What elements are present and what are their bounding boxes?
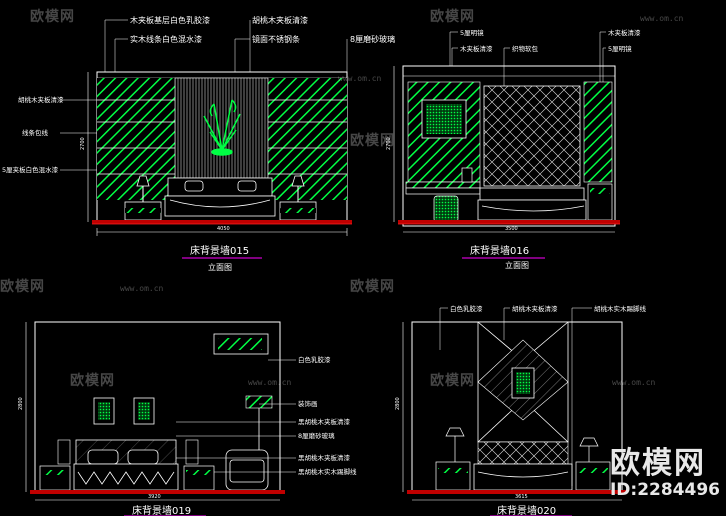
nightstand-3-left (39, 465, 71, 491)
armchair (225, 449, 269, 491)
panel1-label-left-1: 线条包线 (22, 128, 49, 137)
stamp-brand: 欧模网 (609, 446, 706, 481)
panel1-title: 床背景墙015 (190, 244, 249, 257)
panel2-label-topleft-0: 5厘明镜 (460, 28, 484, 37)
panel1-subtitle: 立面图 (208, 262, 232, 272)
panel4-dim-width: 3615 (515, 494, 528, 500)
panel1-label-top-0: 木夹板基层白色乳胶漆 (130, 15, 210, 25)
panel1-label-top-3: 镜面不锈钢条 (252, 34, 300, 44)
panel4-label-2: 胡桃木实木踢脚线 (594, 304, 647, 313)
walnut-panel-left (97, 78, 175, 200)
panel3-dim-height: 2800 (18, 397, 24, 410)
floor-lamp (245, 395, 273, 460)
panel4-title: 床背景墙020 (497, 504, 556, 516)
panel2-label-mid: 织物软包 (512, 44, 539, 53)
panel2-label-topright-0: 木夹板清漆 (608, 28, 641, 37)
panel1-label-top-1: 胡桃木夹板清漆 (252, 15, 308, 25)
panel3-dim-width: 3920 (148, 494, 161, 500)
headboard-4 (477, 441, 569, 465)
nightstand-4-right (575, 437, 611, 491)
panel4-dim-height: 2800 (395, 397, 401, 410)
bed-2 (477, 187, 587, 221)
panel-3-elevation: 2800 3920 白色乳胶漆 装饰画 黑胡桃木夹板清漆 8厘磨砂玻璃 黑胡桃木… (18, 321, 357, 516)
panel-1-elevation: 2700 4050 木夹板基层白色乳胶漆 胡桃木夹板清漆 实木线条白色混水漆 镜… (2, 15, 395, 272)
panel3-label-0: 白色乳胶漆 (298, 355, 331, 364)
panel1-label-left-0: 胡桃木夹板清漆 (18, 95, 64, 104)
panel3-title: 床背景墙019 (132, 504, 191, 516)
panel2-dim-height: 2700 (386, 137, 392, 150)
panel1-dim-height: 2700 (80, 137, 86, 150)
bed-3 (73, 449, 179, 491)
panel2-label-topleft-1: 木夹板清漆 (460, 44, 493, 53)
floor-line (92, 220, 352, 224)
panel3-label-2: 黑胡桃木夹板清漆 (298, 417, 351, 426)
panel1-label-top-2: 实木线条白色混水漆 (130, 34, 202, 44)
panel3-label-1: 装饰画 (298, 399, 318, 408)
panel1-label-top-4: 8厘磨砂玻璃 (350, 34, 395, 44)
panel2-label-topright-1: 5厘明镜 (608, 44, 632, 53)
upholstered-headboard (483, 85, 581, 187)
panel2-title: 床背景墙016 (470, 244, 529, 257)
mirror-right (584, 82, 612, 182)
nightstand-3-right (183, 465, 215, 491)
panel-4-elevation: 2800 3615 白色乳胶漆 胡桃木夹板清漆 胡桃木实木踢脚线 床背景墙020 (395, 304, 647, 516)
brand-stamp: 欧模网 ID:2284496 (609, 446, 720, 501)
walnut-panel-right (268, 78, 347, 200)
stamp-id: ID:2284496 (609, 480, 720, 500)
nightstand-4-left (435, 427, 471, 491)
panel1-label-left-2: 5厘夹板白色混水漆 (2, 165, 59, 174)
bed-4 (473, 463, 573, 491)
panel3-label-5: 黑胡桃木实木踢脚线 (298, 467, 357, 476)
panel4-label-1: 胡桃木夹板清漆 (512, 304, 558, 313)
panel2-dim-width: 3500 (505, 226, 518, 232)
center-slat-panel (174, 77, 269, 179)
panel3-label-4: 黑胡桃木夹板清漆 (298, 453, 351, 462)
panel2-subtitle: 立面图 (505, 260, 529, 270)
plant-artwork (203, 99, 241, 156)
bed-1 (164, 177, 276, 217)
panel-2-elevation: 2700 3500 5厘明镜 木夹板清漆 织物软包 木夹板清漆 5厘明镜 床背景… (386, 28, 641, 270)
panel3-label-3: 8厘磨砂玻璃 (298, 431, 335, 440)
panel1-dim-width: 4050 (217, 226, 230, 232)
nightstand-right (279, 175, 317, 221)
panel4-label-0: 白色乳胶漆 (450, 304, 483, 313)
